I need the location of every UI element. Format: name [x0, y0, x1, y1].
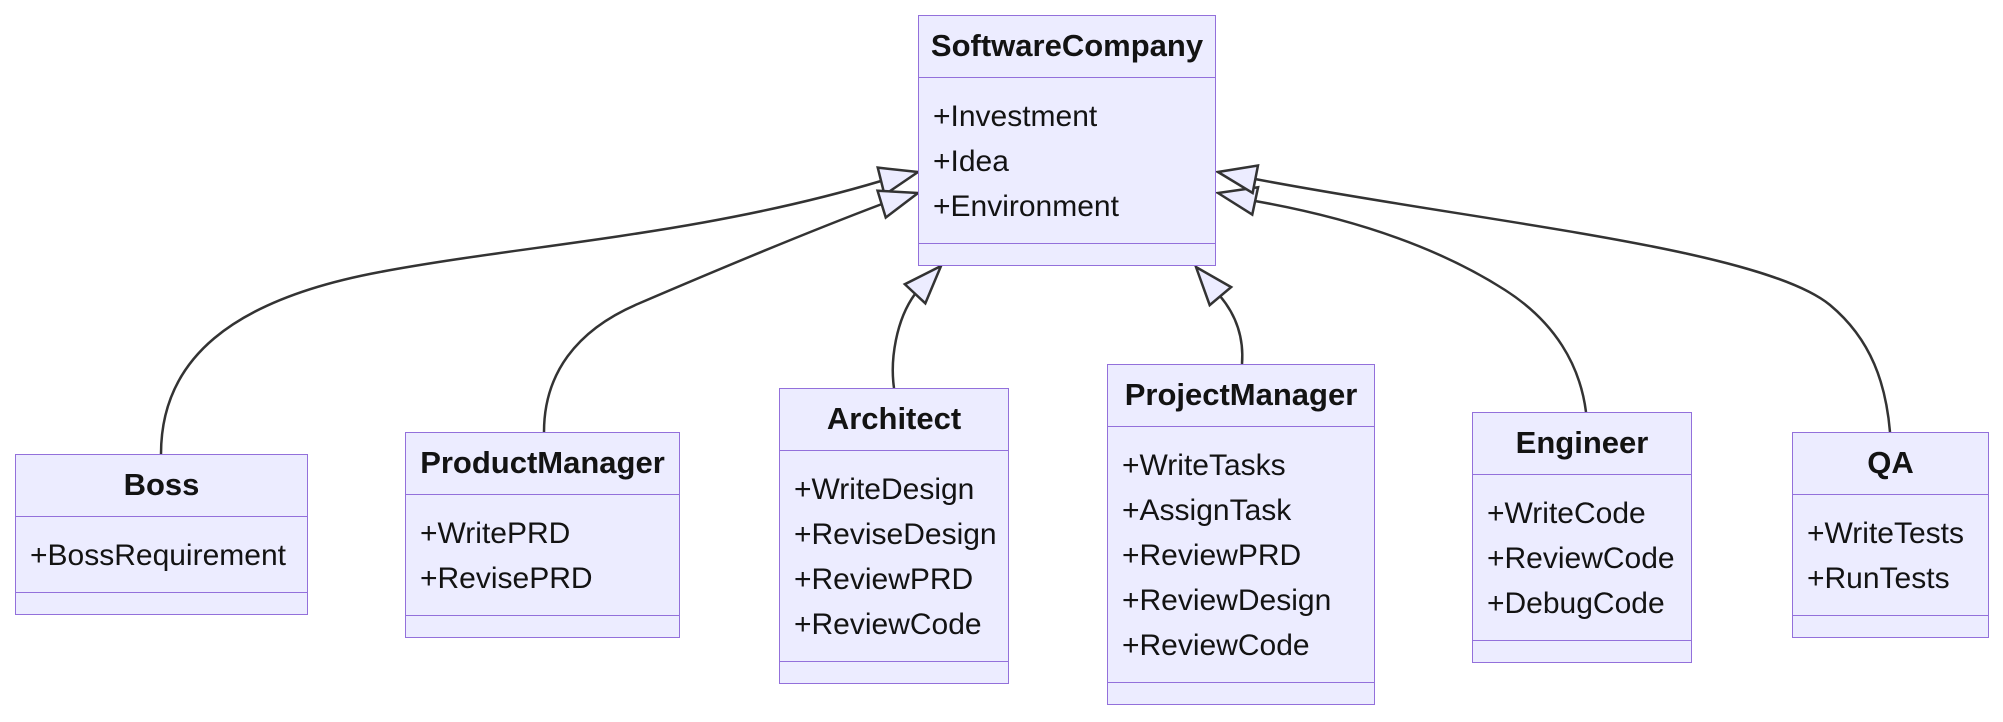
class-attribute-engineer-1: +ReviewCode: [1487, 542, 1675, 575]
class-box-engineer: Engineer +WriteCode +ReviewCode +DebugCode: [1472, 412, 1692, 663]
inheritance-arrowhead-qa-extends-software-company: [1214, 163, 1260, 195]
class-box-architect: Architect +WriteDesign +ReviseDesign +Revie…: [779, 388, 1009, 684]
class-attribute-architect-1: +ReviseDesign: [794, 518, 997, 551]
class-box-product-manager: ProductManager +WritePRD +RevisePRD: [405, 432, 680, 638]
class-methods-empty-qa: [1793, 615, 1988, 637]
edge-boss-extends-software-company: [159, 179, 882, 455]
class-attribute-qa-0: +WriteTests: [1807, 517, 1964, 550]
edge-project-manager-extends-software-company: [1219, 295, 1244, 365]
inheritance-arrowhead-architect-extends-software-company: [902, 263, 944, 306]
class-attribute-project-manager-0: +WriteTasks: [1122, 449, 1286, 482]
edge-product-manager-extends-software-company: [542, 202, 883, 433]
class-methods-empty-software-company: [919, 243, 1215, 265]
class-title-product-manager: ProductManager: [406, 433, 679, 495]
class-methods-empty-project-manager: [1108, 682, 1374, 704]
class-box-software-company: SoftwareCompany +Investment +Idea +Environm…: [918, 15, 1216, 266]
class-attribute-architect-3: +ReviewCode: [794, 608, 982, 641]
class-methods-empty-engineer: [1473, 640, 1691, 662]
class-attribute-boss-0: +BossRequirement: [30, 539, 286, 572]
class-box-boss: Boss +BossRequirement: [15, 454, 308, 615]
class-attributes-boss: +BossRequirement: [16, 517, 307, 592]
class-attribute-architect-0: +WriteDesign: [794, 473, 975, 506]
class-title-qa: QA: [1793, 433, 1988, 495]
class-attribute-qa-1: +RunTests: [1807, 562, 1950, 595]
inheritance-arrowhead-engineer-extends-software-company: [1214, 185, 1260, 217]
class-attributes-software-company: +Investment +Idea +Environment: [919, 78, 1215, 243]
class-title-project-manager: ProjectManager: [1108, 365, 1374, 427]
class-attribute-product-manager-0: +WritePRD: [420, 517, 571, 550]
inheritance-arrowhead-project-manager-extends-software-company: [1193, 264, 1234, 308]
class-title-software-company: SoftwareCompany: [919, 16, 1215, 78]
class-attributes-project-manager: +WriteTasks +AssignTask +ReviewPRD +ReviewD…: [1108, 427, 1374, 682]
class-methods-empty-architect: [780, 661, 1008, 683]
class-methods-empty-boss: [16, 592, 307, 614]
class-attribute-software-company-2: +Environment: [933, 190, 1119, 223]
class-attributes-engineer: +WriteCode +ReviewCode +DebugCode: [1473, 475, 1691, 640]
inheritance-arrowhead-product-manager-extends-software-company: [875, 189, 922, 220]
class-attribute-software-company-1: +Idea: [933, 145, 1009, 178]
class-box-project-manager: ProjectManager +WriteTasks +AssignTask +Rev…: [1107, 364, 1375, 705]
class-attribute-engineer-2: +DebugCode: [1487, 587, 1665, 620]
class-methods-empty-product-manager: [406, 615, 679, 637]
class-box-qa: QA +WriteTests +RunTests: [1792, 432, 1989, 638]
class-attributes-product-manager: +WritePRD +RevisePRD: [406, 495, 679, 615]
edge-architect-extends-software-company: [891, 293, 917, 389]
class-attribute-engineer-0: +WriteCode: [1487, 497, 1646, 530]
class-attribute-software-company-0: +Investment: [933, 100, 1098, 133]
class-attribute-product-manager-1: +RevisePRD: [420, 562, 593, 595]
class-title-boss: Boss: [16, 455, 307, 517]
class-attributes-qa: +WriteTests +RunTests: [1793, 495, 1988, 615]
class-attribute-project-manager-3: +ReviewDesign: [1122, 584, 1332, 617]
class-attribute-project-manager-4: +ReviewCode: [1122, 629, 1310, 662]
class-title-architect: Architect: [780, 389, 1008, 451]
class-attributes-architect: +WriteDesign +ReviseDesign +ReviewPRD +Revi…: [780, 451, 1008, 661]
class-attribute-architect-2: +ReviewPRD: [794, 563, 974, 596]
edge-engineer-extends-software-company: [1254, 199, 1588, 413]
class-title-engineer: Engineer: [1473, 413, 1691, 475]
class-attribute-project-manager-1: +AssignTask: [1122, 494, 1292, 527]
edge-qa-extends-software-company: [1254, 177, 1892, 433]
class-attribute-project-manager-2: +ReviewPRD: [1122, 539, 1302, 572]
inheritance-arrowhead-boss-extends-software-company: [876, 166, 922, 197]
